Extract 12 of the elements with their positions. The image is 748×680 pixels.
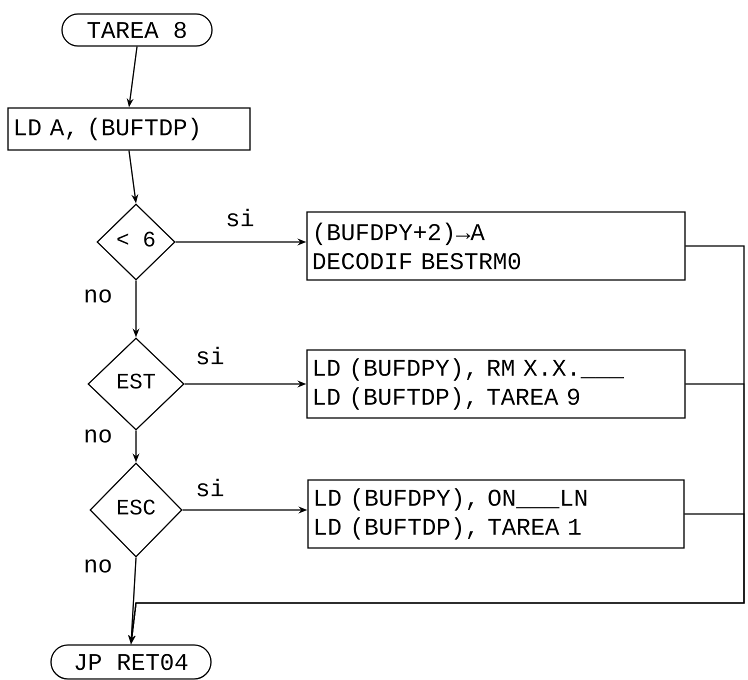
- terminal-box: JP RET04: [50, 644, 212, 680]
- process-box: LD (BUFDPY), ON___LN LD (BUFTDP), TAREA 1: [307, 479, 685, 549]
- edge-label: no: [82, 428, 114, 444]
- edge-label: si: [194, 478, 226, 498]
- edge-label: no: [82, 558, 114, 574]
- edge-label: no: [82, 288, 114, 304]
- process-box: LD (BUFDPY), RM X.X.___ LD (BUFTDP), TAREA 9: [306, 349, 686, 419]
- terminal-box: TAREA 8: [61, 13, 213, 47]
- edge-label: si: [224, 208, 256, 228]
- process-box: (BUFDPY+2)→A DECODIF BESTRM0: [306, 211, 686, 281]
- process-box: LD A, (BUFTDP): [7, 107, 251, 151]
- edge-label: si: [194, 346, 226, 366]
